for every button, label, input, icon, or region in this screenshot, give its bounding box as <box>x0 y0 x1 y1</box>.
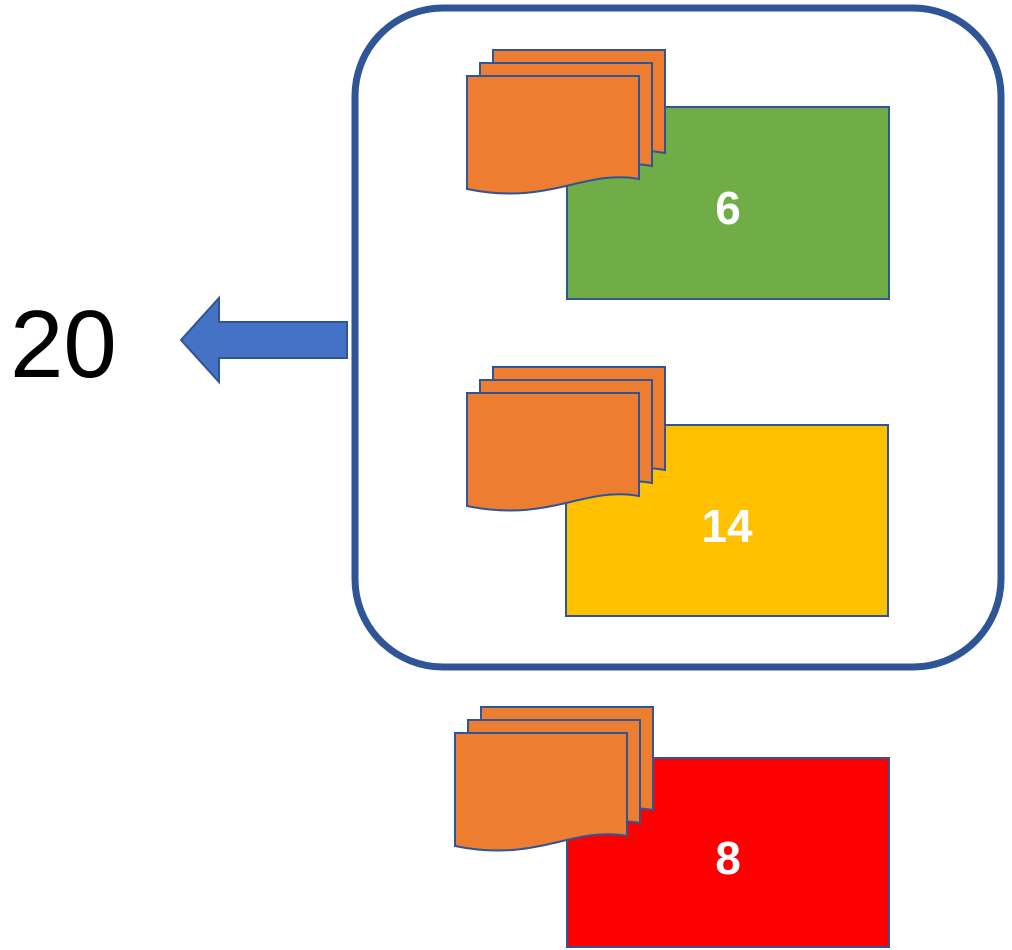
document-stack-icon <box>454 706 654 852</box>
yellow-box <box>565 424 889 617</box>
document-stack-icon <box>466 366 666 512</box>
green-value: 6 <box>715 182 741 234</box>
sum-arrow-icon <box>179 295 348 385</box>
total-label: 20 <box>10 291 117 398</box>
red-value: 8 <box>715 832 741 884</box>
yellow-value: 14 <box>701 500 753 552</box>
item-green: 6 <box>466 49 890 300</box>
item-red: 8 <box>454 706 890 948</box>
document-stack-icon <box>466 49 666 195</box>
item-yellow: 14 <box>466 366 889 617</box>
